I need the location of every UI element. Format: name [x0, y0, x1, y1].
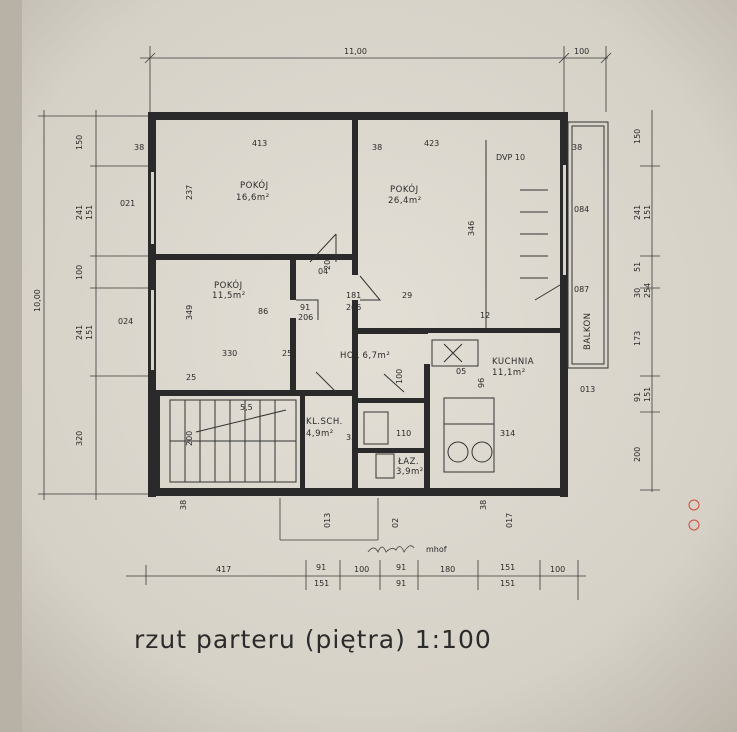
room-b-name: POKÓJ	[390, 183, 419, 195]
dim-bottom-4b: 91	[396, 579, 406, 588]
dim-right-c: 51	[633, 262, 642, 272]
window-mark-6: 013	[323, 513, 332, 528]
signature-scribble	[367, 545, 415, 554]
dim-bottom-4: 91	[396, 563, 406, 572]
window-mark-4: 087	[574, 285, 589, 294]
dim-bottom-2: 91	[316, 563, 326, 572]
built-in-wardrobe	[485, 140, 548, 328]
num-25: 25	[282, 349, 292, 358]
dim-wall-1: 38	[134, 143, 144, 152]
dim-left-c: 100	[75, 265, 84, 280]
door-swings	[296, 233, 561, 393]
num-25b: 25	[186, 373, 196, 382]
balcony	[567, 121, 609, 369]
dim-kl-width: 5,5	[240, 403, 253, 412]
dim-left-d: 241	[75, 325, 84, 340]
room-kitchen-name: KUCHNIA	[492, 357, 534, 367]
dim-bottom-2b: 151	[314, 579, 329, 588]
dim-wall-4: 38	[179, 500, 188, 510]
dim-hol-2: 206	[346, 303, 361, 312]
num-86: 86	[258, 307, 268, 316]
num-12: 12	[480, 311, 490, 320]
dim-hol-w: 181	[346, 291, 361, 300]
room-b-area: 26,4m²	[388, 196, 422, 206]
room-c-area: 11,5m²	[212, 291, 246, 301]
dim-top-right: 100	[574, 47, 589, 56]
signature: mhof	[426, 545, 447, 554]
outer-walls	[148, 112, 568, 497]
dim-right-e2: 151	[643, 387, 652, 402]
dim-bottom-6b: 151	[500, 579, 515, 588]
room-balcony: BALKON	[583, 312, 593, 350]
window-mark-8: 017	[505, 513, 514, 528]
num-05: 05	[456, 367, 466, 376]
paper-edge	[0, 0, 22, 732]
dim-bath-width: 110	[396, 429, 411, 438]
staircase	[169, 399, 297, 483]
dim-right-c3: 254	[643, 283, 652, 298]
margin-stamps	[688, 499, 700, 531]
window-mark-3: 084	[574, 205, 589, 214]
dim-wall-3: 38	[572, 143, 582, 152]
dim-right-a: 150	[633, 129, 642, 144]
dim-left-b2: 151	[85, 205, 94, 220]
dim-left-d2: 151	[85, 325, 94, 340]
num-35: 35	[346, 433, 356, 442]
dim-hol-4: 91	[300, 303, 310, 312]
num-29: 29	[402, 291, 412, 300]
dim-room-a-width: 413	[252, 139, 267, 148]
dim-wall-2: 38	[372, 143, 382, 152]
dim-bottom-6: 151	[500, 563, 515, 572]
dim-top-total: 11,00	[344, 47, 367, 56]
dim-right-b2: 151	[643, 205, 652, 220]
num-96: 96	[477, 378, 486, 388]
room-bath-area: 3,9m²	[396, 467, 424, 477]
room-c-name: POKÓJ	[214, 279, 243, 291]
dim-left-e: 320	[75, 431, 84, 446]
dim-room-b-height: 346	[467, 221, 476, 236]
room-kitchen-area: 11,1m²	[492, 368, 526, 378]
room-hol: HOL 6,7m²	[340, 351, 390, 361]
door-mark: DVP 10	[496, 153, 525, 162]
room-stair-area: 4,9m²	[306, 429, 334, 439]
dim-wall-5: 38	[479, 500, 488, 510]
dim-left-a: 150	[75, 135, 84, 150]
room-a-area: 16,6m²	[236, 193, 270, 203]
dim-kl-height: 200	[185, 431, 194, 446]
dim-bottom-1: 417	[216, 565, 231, 574]
dim-bottom-7: 100	[550, 565, 565, 574]
dim-room-c-width: 330	[222, 349, 237, 358]
dim-hol-3: 206	[323, 255, 332, 270]
num-100: 100	[395, 369, 404, 384]
dim-right-f: 200	[633, 447, 642, 462]
dim-right-b: 241	[633, 205, 642, 220]
window-mark-2: 024	[118, 317, 133, 326]
dim-bottom-3: 100	[354, 565, 369, 574]
room-a-name: POKÓJ	[240, 179, 269, 191]
window-mark-5: 013	[580, 385, 595, 394]
num-04: 04	[318, 267, 328, 276]
dim-room-b-width: 423	[424, 139, 439, 148]
dim-room-c-height: 349	[185, 305, 194, 320]
dim-left-total: 10,00	[33, 289, 42, 312]
dim-right-d: 173	[633, 331, 642, 346]
dim-right-e: 91	[633, 392, 642, 402]
room-bath-name: ŁAZ.	[397, 457, 419, 467]
dim-right-c2: 30	[633, 288, 642, 298]
dim-kitchen-width: 314	[500, 429, 515, 438]
dim-bottom-5: 180	[440, 565, 455, 574]
dim-hol-5: 206	[298, 313, 313, 322]
window-mark-7: 02	[391, 518, 400, 528]
dim-left-b: 241	[75, 205, 84, 220]
dim-room-a-height: 237	[185, 185, 194, 200]
room-stair-name: KL.SCH.	[306, 417, 343, 427]
drawing-title: rzut parteru (piętra) 1:100	[134, 625, 492, 654]
dimension-lines	[38, 46, 660, 600]
kitchen-fixtures	[363, 339, 495, 479]
window-mark-1: 021	[120, 199, 135, 208]
interior-walls	[156, 120, 560, 488]
